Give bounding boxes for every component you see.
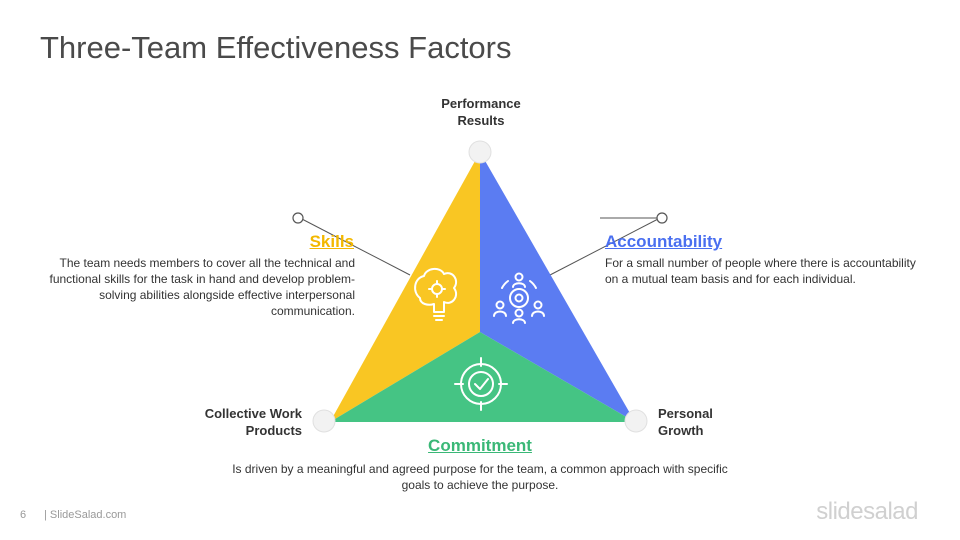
skills-description: The team needs members to cover all the … — [49, 256, 355, 318]
skills-connector — [299, 217, 411, 276]
vertex-knob-top — [468, 140, 492, 164]
vertex-label-right: Personal Growth — [658, 406, 713, 438]
commitment-heading: Commitment — [428, 436, 532, 455]
page-number: 6 — [20, 509, 27, 521]
vertex-knob-left — [312, 409, 336, 433]
vertex-label-top: Performance Results — [441, 96, 521, 128]
team-target-icon — [493, 272, 545, 324]
skills-connector-dot — [292, 212, 304, 224]
vertex-label-left: Collective Work Products — [204, 406, 302, 438]
accountability-heading: Accountability — [605, 232, 723, 251]
accountability-description: For a small number of people where there… — [605, 256, 916, 286]
target-check-icon — [454, 357, 508, 411]
footer-source: | SlideSalad.com — [44, 509, 127, 521]
commitment-section — [330, 332, 635, 422]
brain-gear-icon — [414, 268, 458, 321]
skills-heading: Skills — [309, 232, 354, 251]
page-title: Three-Team Effectiveness Factors — [40, 30, 512, 65]
vertex-knob-right — [624, 409, 648, 433]
accountability-connector — [549, 217, 661, 276]
accountability-connector-dot — [656, 212, 668, 224]
brand-logo: slidesalad — [816, 498, 918, 525]
commitment-description: Is driven by a meaningful and agreed pur… — [232, 462, 728, 492]
